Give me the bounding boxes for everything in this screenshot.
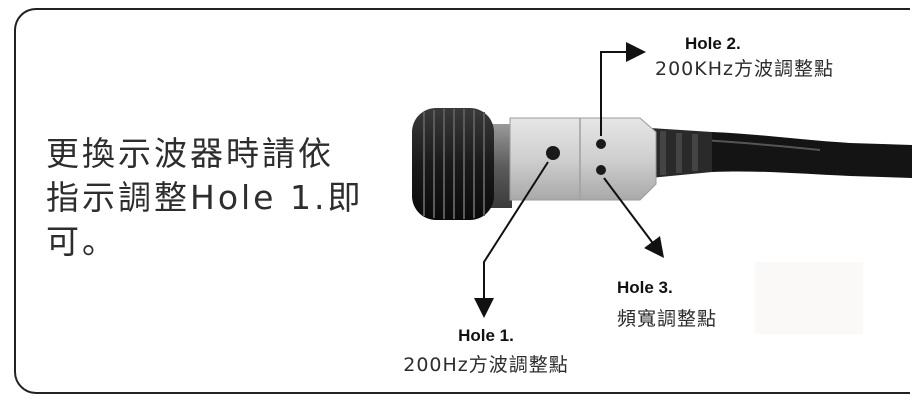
hole-1-arrow	[474, 161, 549, 318]
probe-collar	[490, 124, 512, 208]
bnc-knob	[412, 108, 494, 220]
probe-body	[509, 117, 657, 201]
hole-1-description: 200Hz方波調整點	[403, 354, 569, 376]
hole-3-marker	[596, 165, 606, 175]
hole-3-label: Hole 3. 頻寬調整點	[617, 278, 717, 331]
strain-relief	[650, 128, 712, 178]
probe-cable	[699, 132, 912, 178]
hole-2-marker	[596, 139, 606, 149]
instruction-text: 更換示波器時請依 指示調整Hole 1.即 可。	[46, 134, 364, 261]
diagram-frame	[14, 8, 910, 394]
hole-3-arrow	[603, 177, 664, 258]
background-patch	[755, 262, 863, 334]
hole-2-label: Hole 2. 200KHz方波調整點	[655, 34, 834, 81]
hole-3-description: 頻寬調整點	[617, 308, 718, 330]
hole-2-description: 200KHz方波調整點	[655, 58, 834, 80]
hole-1-label: Hole 1. 200Hz方波調整點	[398, 326, 574, 377]
hole-1-marker	[546, 146, 560, 160]
hole-1-title: Hole 1.	[458, 326, 514, 345]
hole-2-title: Hole 2.	[685, 34, 741, 53]
hole-2-arrow	[600, 42, 646, 136]
hole-3-title: Hole 3.	[617, 278, 673, 297]
